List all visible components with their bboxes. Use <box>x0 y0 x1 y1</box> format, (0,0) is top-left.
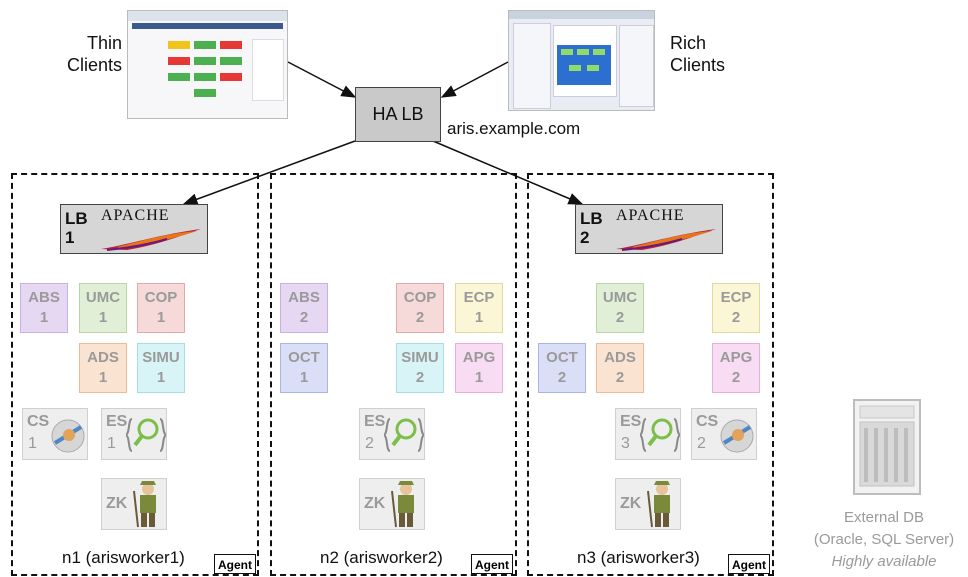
node-label-n1: n1 (arisworker1) <box>62 548 185 567</box>
external-db-types: (Oracle, SQL Server) <box>813 531 955 548</box>
external-db-title: External DB <box>843 509 925 526</box>
ha-lb-box: HA LB <box>355 87 441 142</box>
agent-badge-n1: Agent <box>214 554 256 574</box>
elasticsearch-icon <box>640 418 680 452</box>
zookeeper-icon <box>133 481 156 528</box>
arrow-rich-to-halb <box>440 61 509 98</box>
ha-lb-hostname: aris.example.com <box>447 119 581 138</box>
arrow-thin-to-halb <box>287 61 357 98</box>
rich-clients-line1: Rich <box>670 33 707 53</box>
external-db-availability: Highly available <box>831 553 937 570</box>
thin-clients-line1: Thin <box>86 33 122 53</box>
lb-1-line1: LB <box>65 209 88 228</box>
thin-clients-label: Thin Clients <box>67 32 122 76</box>
arrow-halb-to-lb2 <box>432 140 584 205</box>
agent-badge-n2: Agent <box>471 554 513 574</box>
node-box-n3 <box>527 173 774 576</box>
elasticsearch-icon <box>126 418 166 452</box>
rich-clients-line2: Clients <box>670 55 726 75</box>
lb-2-line1: LB <box>580 209 603 228</box>
lb-2-line2: 2 <box>580 228 590 247</box>
agent-badge-n3: Agent <box>728 554 770 574</box>
thin-client-screenshot <box>127 10 288 119</box>
cloud-search-icon <box>720 419 754 453</box>
service-zk-1: ZK <box>101 478 167 530</box>
node-box-n1 <box>11 173 259 576</box>
zookeeper-icon <box>647 481 670 528</box>
database-server-icon <box>853 399 921 495</box>
service-zk-2: ZK <box>359 478 425 530</box>
arrow-halb-to-lb1 <box>182 140 356 205</box>
apache-feather-icon <box>616 229 716 251</box>
elasticsearch-icon <box>384 418 424 452</box>
lb-1-line2: 1 <box>65 228 75 247</box>
external-db-caption: External DB (Oracle, SQL Server) Highly … <box>800 507 968 573</box>
apache-feather-icon <box>101 229 201 251</box>
node-box-n2 <box>270 173 517 576</box>
node-label-n3: n3 (arisworker3) <box>577 548 700 567</box>
service-zk-3: ZK <box>615 478 681 530</box>
apache-logo-text: APACHE <box>616 207 685 224</box>
ha-lb-label: HA LB <box>372 104 424 124</box>
thin-clients-line2: Clients <box>66 55 122 75</box>
rich-client-screenshot <box>508 10 655 111</box>
zookeeper-icon <box>391 481 414 528</box>
cloud-search-icon <box>51 419 85 453</box>
apache-logo-text: APACHE <box>101 207 170 224</box>
node-label-n2: n2 (arisworker2) <box>320 548 443 567</box>
rich-clients-label: Rich Clients <box>670 32 725 76</box>
